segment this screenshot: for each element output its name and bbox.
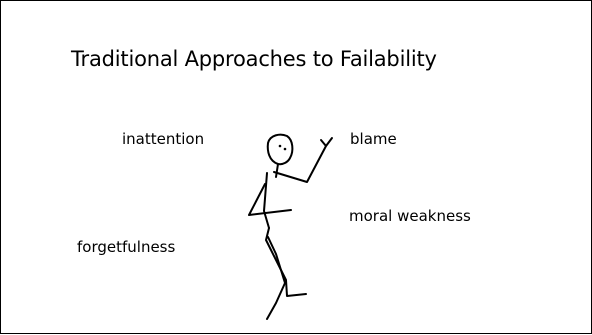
stick-figure-head: [266, 133, 294, 166]
stick-figure-lower-arm: [248, 183, 292, 216]
stick-figure-neck: [275, 163, 279, 178]
stick-figure-raised-arm: [273, 137, 333, 183]
label-forgetfulness: forgetfulness: [77, 238, 176, 256]
label-inattention: inattention: [122, 130, 205, 148]
stick-figure-right-leg: [266, 236, 286, 320]
label-moral-weakness: moral weakness: [349, 207, 471, 225]
slide-title: Traditional Approaches to Failability: [71, 47, 437, 71]
stick-figure-torso: [263, 172, 270, 229]
label-blame: blame: [350, 130, 397, 148]
stick-figure-left-leg: [265, 227, 307, 297]
stick-figure-eye-left: [278, 144, 282, 148]
stick-figure-eye-right: [283, 147, 287, 151]
